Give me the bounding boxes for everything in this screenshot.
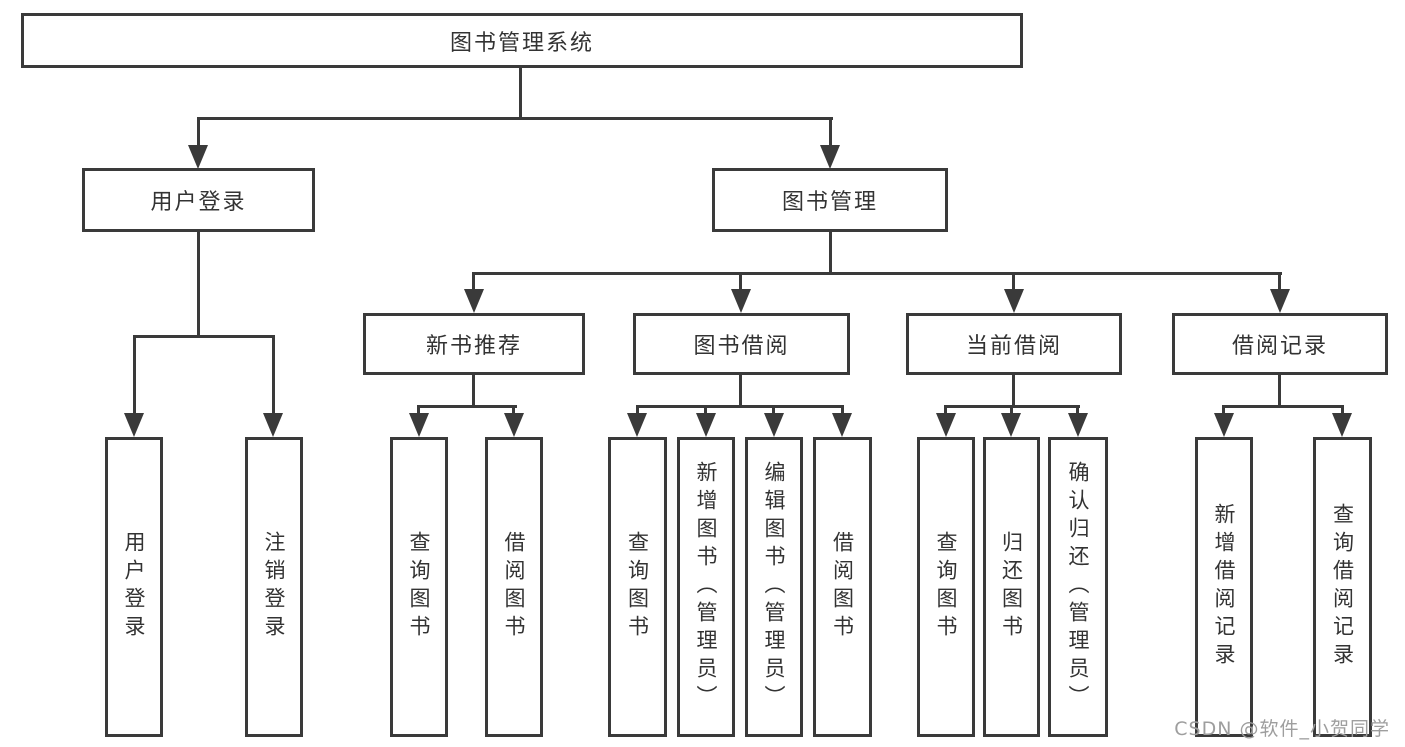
node-leaf-borrow-books-2: 借阅图书	[813, 437, 872, 737]
node-label: 查询图书	[625, 531, 650, 643]
node-label: 新书推荐	[425, 334, 522, 359]
connector-line	[519, 68, 522, 120]
node-label: 当前借阅	[965, 334, 1062, 359]
connector-line	[512, 405, 515, 415]
node-leaf-add-books-admin: 新增图书（管理员）	[677, 437, 735, 737]
node-label: 归还图书	[999, 531, 1024, 643]
arrow-down-icon	[696, 413, 716, 437]
connector-line	[841, 405, 844, 415]
node-label: 借阅图书	[830, 531, 855, 643]
arrow-down-icon	[1270, 289, 1290, 313]
arrow-down-icon	[832, 413, 852, 437]
connector-line	[1076, 405, 1079, 415]
node-current-borrowing: 当前借阅	[906, 313, 1122, 375]
connector-line	[197, 117, 200, 147]
node-label: 借阅记录	[1231, 334, 1328, 359]
connector-line	[417, 405, 420, 415]
node-label: 新增借阅记录	[1212, 503, 1236, 671]
node-borrow-records: 借阅记录	[1172, 313, 1388, 375]
arrow-down-icon	[764, 413, 784, 437]
node-label: 用户登录	[122, 531, 146, 643]
node-leaf-query-borrow-record: 查询借阅记录	[1313, 437, 1372, 737]
arrow-down-icon	[731, 289, 751, 313]
node-label: 注销登录	[262, 531, 286, 643]
connector-line	[1341, 405, 1344, 415]
arrow-down-icon	[263, 413, 283, 437]
arrow-down-icon	[124, 413, 144, 437]
connector-line	[272, 335, 275, 415]
node-label: 图书管理	[781, 190, 878, 215]
node-label: 图书借阅	[693, 334, 790, 359]
connector-line	[472, 375, 475, 408]
node-label: 确认归还（管理员）	[1066, 461, 1090, 713]
connector-line	[197, 117, 833, 120]
connector-line	[829, 117, 832, 147]
node-label: 查询图书	[934, 531, 958, 643]
node-label: 查询图书	[407, 531, 431, 643]
node-leaf-query-books-1: 查询图书	[390, 437, 448, 737]
arrow-down-icon	[409, 413, 429, 437]
node-leaf-query-books-3: 查询图书	[917, 437, 975, 737]
node-leaf-logout: 注销登录	[245, 437, 303, 737]
node-book-management: 图书管理	[712, 168, 948, 232]
connector-line	[1010, 405, 1013, 415]
connector-line	[133, 335, 136, 415]
connector-line	[1278, 272, 1281, 292]
csdn-watermark: CSDN @软件_小贺同学	[1174, 718, 1390, 740]
connector-line	[133, 335, 275, 338]
arrow-down-icon	[820, 145, 840, 169]
connector-line	[739, 272, 742, 292]
connector-line	[417, 405, 517, 408]
node-leaf-edit-books-admin: 编辑图书（管理员）	[745, 437, 803, 737]
node-leaf-user-login: 用户登录	[105, 437, 163, 737]
connector-line	[704, 405, 707, 415]
node-library-system: 图书管理系统	[21, 13, 1023, 68]
node-label: 编辑图书（管理员）	[762, 461, 786, 713]
connector-line	[1012, 375, 1015, 408]
node-leaf-borrow-books-1: 借阅图书	[485, 437, 543, 737]
node-leaf-query-books-2: 查询图书	[608, 437, 667, 737]
node-leaf-add-borrow-record: 新增借阅记录	[1195, 437, 1253, 737]
connector-line	[944, 405, 947, 415]
connector-line	[1278, 375, 1281, 408]
node-label: 用户登录	[150, 190, 247, 215]
arrow-down-icon	[1068, 413, 1088, 437]
arrow-down-icon	[936, 413, 956, 437]
connector-line	[197, 232, 200, 338]
connector-line	[636, 405, 639, 415]
arrow-down-icon	[504, 413, 524, 437]
node-new-book-recommend: 新书推荐	[363, 313, 585, 375]
arrow-down-icon	[188, 145, 208, 169]
node-label: 查询借阅记录	[1330, 503, 1355, 671]
connector-line	[739, 375, 742, 408]
connector-line	[829, 232, 832, 275]
arrow-down-icon	[1004, 289, 1024, 313]
arrow-down-icon	[1001, 413, 1021, 437]
node-leaf-confirm-return-admin: 确认归还（管理员）	[1048, 437, 1108, 737]
node-user-login: 用户登录	[82, 168, 315, 232]
connector-line	[1012, 272, 1015, 292]
node-label: 借阅图书	[502, 531, 526, 643]
arrow-down-icon	[627, 413, 647, 437]
arrow-down-icon	[1214, 413, 1234, 437]
connector-line	[636, 405, 844, 408]
arrow-down-icon	[1332, 413, 1352, 437]
connector-line	[1222, 405, 1344, 408]
node-label: 新增图书（管理员）	[694, 461, 718, 713]
node-leaf-return-books: 归还图书	[983, 437, 1040, 737]
arrow-down-icon	[464, 289, 484, 313]
connector-line	[472, 272, 1282, 275]
node-label: 图书管理系统	[449, 30, 594, 56]
connector-line	[772, 405, 775, 415]
connector-line	[1222, 405, 1225, 415]
node-book-borrowing: 图书借阅	[633, 313, 850, 375]
connector-line	[472, 272, 475, 292]
